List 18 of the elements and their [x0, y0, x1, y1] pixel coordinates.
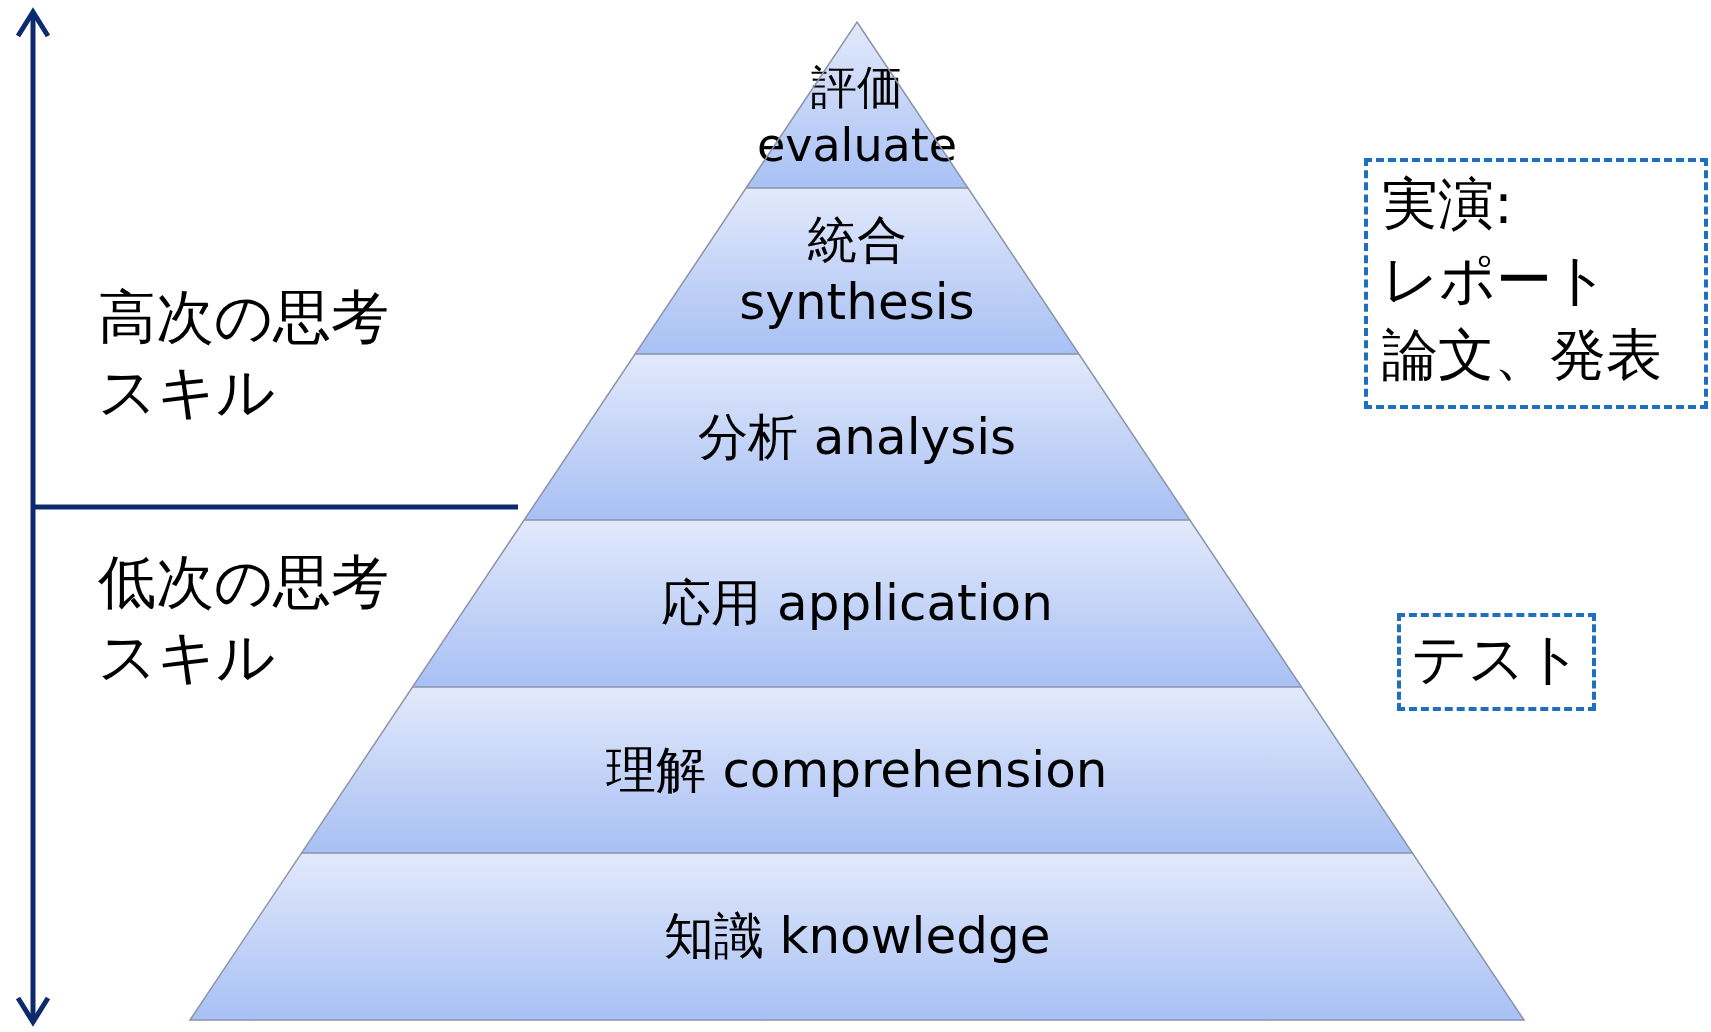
pyramid-level [190, 853, 1524, 1020]
level-label: 分析 analysis [697, 406, 1017, 468]
level-group-label: 高次の思考スキル [98, 282, 390, 429]
pyramid-level [412, 520, 1302, 687]
note-text: 実演: [1382, 170, 1514, 238]
level-label: 応用 application [661, 573, 1053, 635]
note-text: 論文、発表 [1382, 321, 1663, 390]
pyramid-level [301, 687, 1413, 853]
note-text: テスト [1411, 625, 1582, 693]
note-box [1364, 158, 1708, 409]
level-label: 理解 comprehension [606, 739, 1108, 801]
level-label: 統合 synthesis [738, 209, 976, 333]
pyramid-level [524, 354, 1190, 520]
level-label: 知識 knowledge [663, 906, 1051, 968]
level-group-label: 低次の思考スキル [98, 547, 390, 694]
note-box [1397, 613, 1596, 711]
note-text: レポート [1382, 245, 1610, 314]
level-label: 評価 evaluate [755, 59, 959, 174]
